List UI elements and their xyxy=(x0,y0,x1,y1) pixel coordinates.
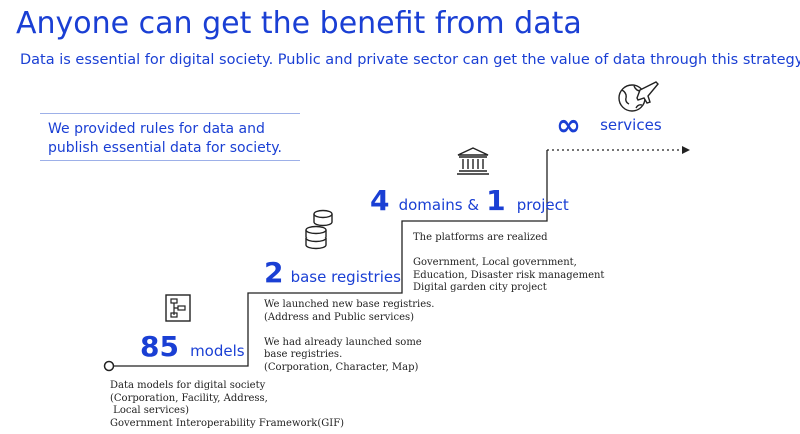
intro-line-1: We provided rules for data and xyxy=(48,121,265,137)
step-3-desc-line: Education, Disaster risk management xyxy=(413,269,605,281)
step-1-label: models xyxy=(190,342,245,360)
database-icon xyxy=(305,209,333,250)
intro-top-rule xyxy=(40,113,300,114)
step-3-desc-line xyxy=(413,245,604,258)
step-3-description: The platforms are realized Government, L… xyxy=(413,232,604,295)
step-2-desc-line: We launched new base registries. xyxy=(264,299,435,310)
step-3-desc-line: Digital garden city project xyxy=(413,282,547,293)
step-4-label: services xyxy=(600,116,662,134)
page-title: Anyone can get the benefit from data xyxy=(16,6,582,41)
step-2-desc-line xyxy=(264,324,434,337)
step-1-desc-line: Data models for digital society xyxy=(110,380,266,391)
step-3-desc-line: Government, Local government, xyxy=(413,257,577,268)
step-1-description: Data models for digital society (Corpora… xyxy=(110,380,344,430)
step-2-desc-line: (Corporation, Character, Map) xyxy=(264,361,419,373)
step-2-desc-line: We had already launched some xyxy=(264,336,422,348)
step-1-desc-line: (Corporation, Facility, Address, xyxy=(110,392,268,404)
step-3-label-a: domains & xyxy=(398,196,480,214)
step-1-heading: 85 models xyxy=(140,330,245,363)
step-1-desc-line: Government Interoperability Framework(GI… xyxy=(110,417,345,429)
start-dot xyxy=(103,360,115,372)
step-3-desc-line: The platforms are realized xyxy=(413,232,548,243)
step-3-number-a: 4 xyxy=(370,184,390,217)
globe-airplane-icon xyxy=(618,81,659,112)
step-3-number-b: 1 xyxy=(486,184,506,217)
page-subtitle: Data is essential for digital society. P… xyxy=(20,52,800,68)
intro-line-2: publish essential data for society. xyxy=(48,140,283,156)
intro-bottom-rule xyxy=(40,160,300,161)
step-2-number: 2 xyxy=(264,256,284,289)
step-3-label-b: project xyxy=(516,196,569,214)
intro-text: We provided rules for data and publish e… xyxy=(48,120,282,158)
step-2-description: We launched new base registries. (Addres… xyxy=(264,299,434,374)
step-4-heading: ∞ services xyxy=(556,108,662,143)
step-3-heading: 4 domains & 1 project xyxy=(370,184,569,217)
data-model-icon xyxy=(165,294,191,322)
step-2-desc-line: base registries. xyxy=(264,349,343,360)
stair-line xyxy=(113,150,548,367)
step-1-number: 85 xyxy=(140,330,179,363)
arrow-head xyxy=(682,146,690,154)
step-4-symbol: ∞ xyxy=(556,108,581,143)
step-2-desc-line: (Address and Public services) xyxy=(264,311,415,323)
government-building-icon xyxy=(457,147,489,175)
step-2-heading: 2 base registries xyxy=(264,256,401,289)
step-1-desc-line: Local services) xyxy=(110,405,190,416)
step-2-label: base registries xyxy=(290,268,401,286)
